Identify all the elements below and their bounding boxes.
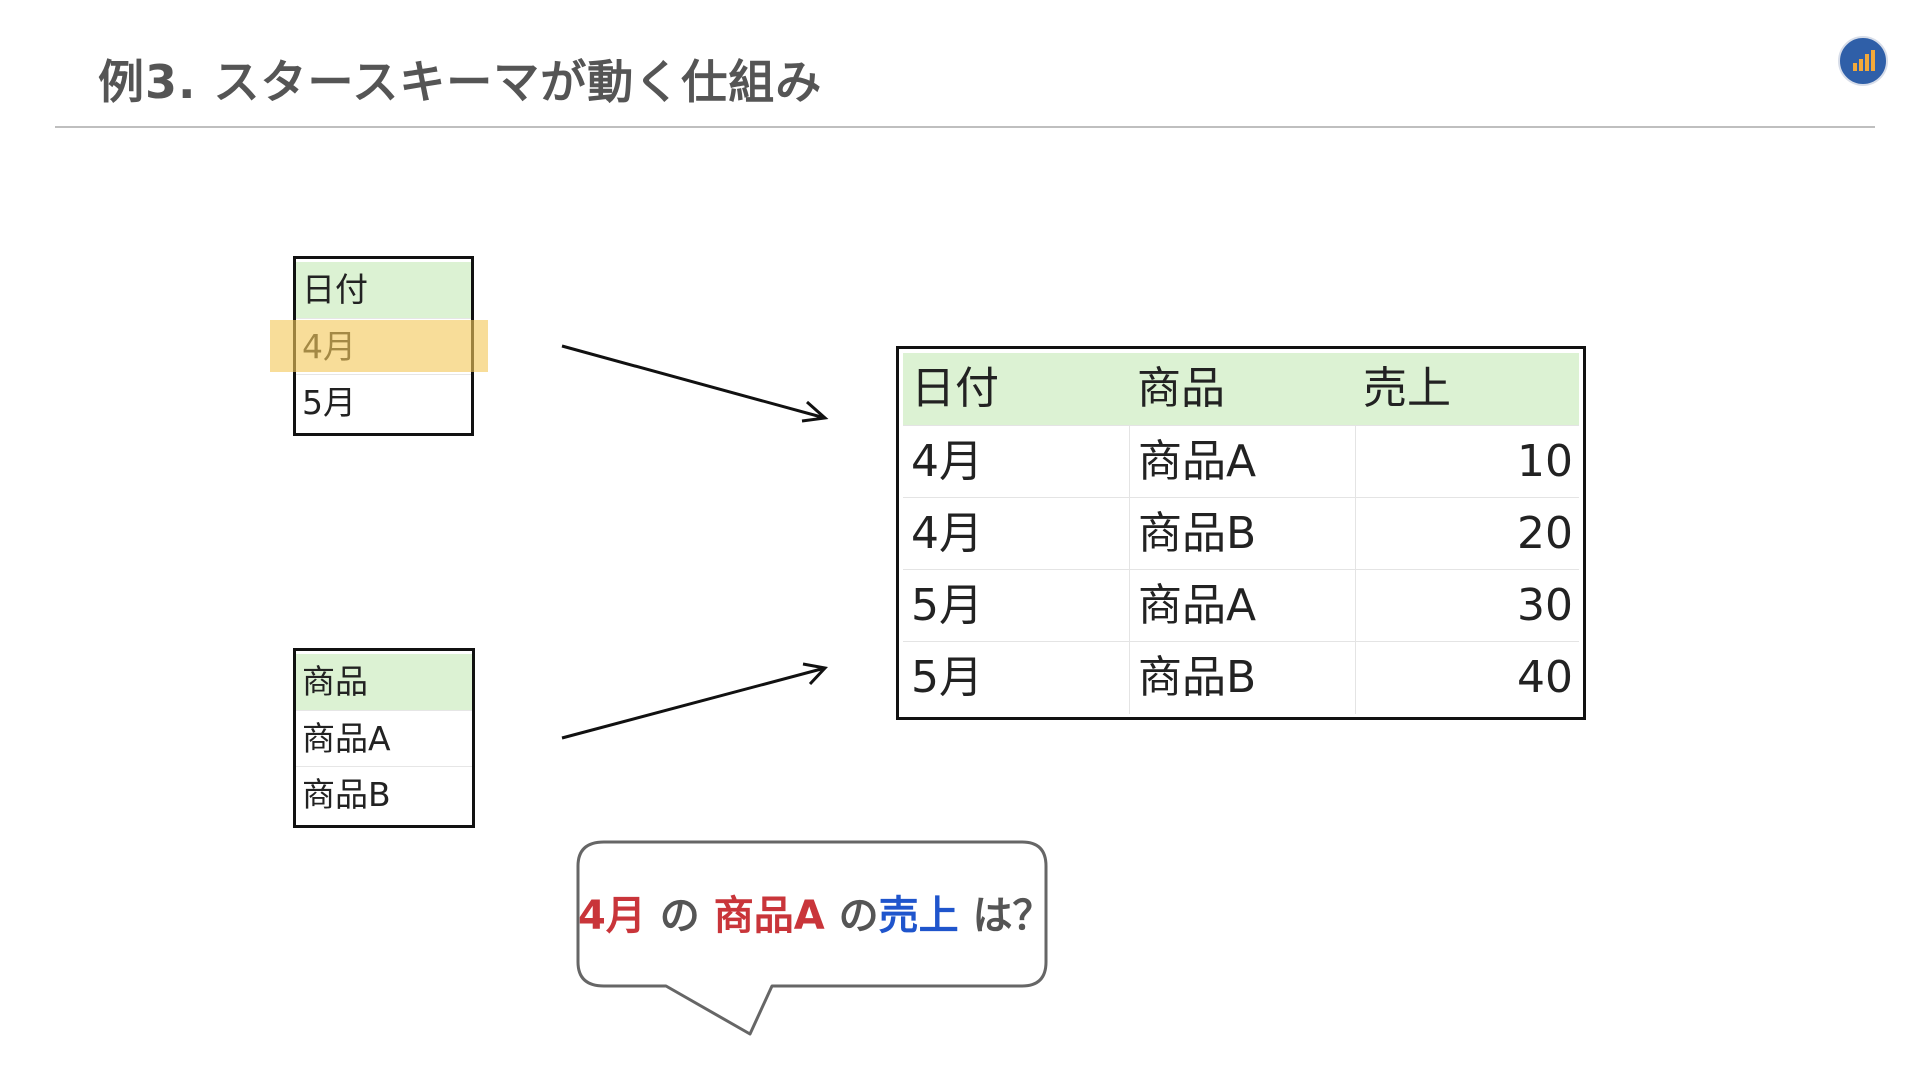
fact-cell-product: 商品A <box>1129 426 1355 498</box>
product-table-row: 商品A <box>296 710 472 766</box>
fact-cell-product: 商品B <box>1129 642 1355 714</box>
fact-cell-date: 5月 <box>911 652 983 703</box>
slide-title: 例3. スタースキーマが動く仕組み <box>98 55 823 109</box>
bar-chart-icon <box>1853 50 1875 71</box>
logo <box>1838 36 1888 86</box>
title-divider <box>55 126 1875 128</box>
fact-cell-sales: 10 <box>1355 426 1581 498</box>
arrow-date-to-fact <box>561 344 829 423</box>
arrow-product-to-fact <box>561 662 828 740</box>
highlight-april-row <box>270 320 488 372</box>
fact-cell-date: 4月 <box>911 436 983 487</box>
question-month: 4月 <box>578 893 646 939</box>
product-table-header: 商品 <box>296 654 472 710</box>
fact-column-date: 日付 <box>911 363 999 414</box>
product-dimension-table: 商品 商品A 商品B <box>293 648 475 828</box>
table-row: 5月 商品B 40 <box>903 641 1579 714</box>
date-table-row: 5月 <box>296 374 471 430</box>
question-measure: 売上 <box>878 893 959 939</box>
fact-column-product: 商品 <box>1137 363 1225 414</box>
question-ending: は？ <box>958 893 1053 939</box>
date-table-header: 日付 <box>296 262 471 318</box>
fact-column-sales: 売上 <box>1363 363 1451 414</box>
fact-cell-product: 商品A <box>1129 570 1355 642</box>
question-particle: の <box>824 893 879 939</box>
fact-cell-date: 4月 <box>911 508 983 559</box>
product-table-row: 商品B <box>296 766 472 822</box>
fact-cell-date: 5月 <box>911 580 983 631</box>
fact-cell-product: 商品B <box>1129 498 1355 570</box>
sales-fact-table: 日付 商品 売上 4月 商品A 10 4月 商品B 20 5月 商品A 30 5… <box>896 346 1586 720</box>
table-row: 4月 商品A 10 <box>903 425 1579 498</box>
fact-cell-sales: 40 <box>1355 642 1581 714</box>
fact-cell-sales: 30 <box>1355 570 1581 642</box>
question-particle: の <box>645 893 714 939</box>
question-text: 4月 の 商品A の売上 は？ <box>578 886 1053 946</box>
fact-cell-sales: 20 <box>1355 498 1581 570</box>
fact-table-header: 日付 商品 売上 <box>903 353 1579 425</box>
table-row: 4月 商品B 20 <box>903 497 1579 570</box>
table-row: 5月 商品A 30 <box>903 569 1579 642</box>
question-product: 商品A <box>713 893 825 939</box>
